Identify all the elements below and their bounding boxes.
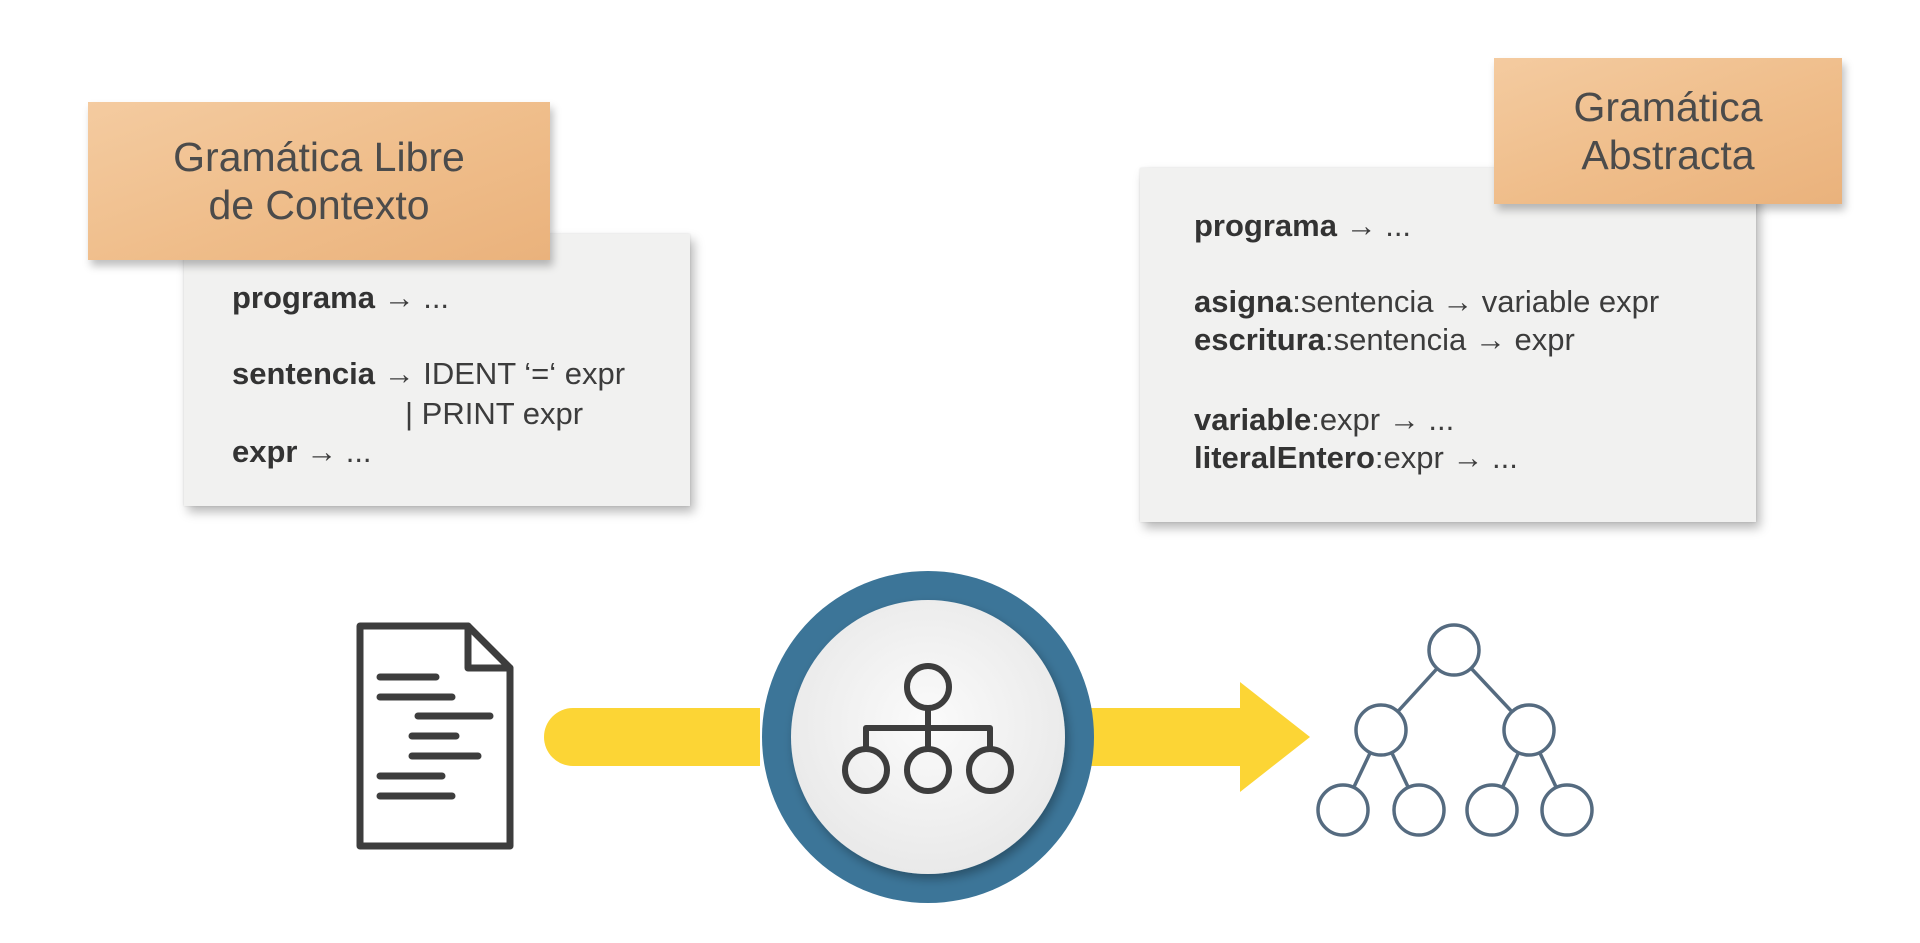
abstract-rule-variable: variable:expr → ... (1194, 402, 1454, 438)
cfg-rule-programa: programa → ... (232, 280, 449, 316)
rule-body: → IDENT ‘=‘ expr (375, 356, 626, 391)
abstract-title-note: Gramática Abstracta (1494, 58, 1842, 204)
rule-name: programa (232, 280, 375, 315)
abstract-rule-literalentero: literalEntero:expr → ... (1194, 440, 1518, 476)
cfg-rule-expr: expr → ... (232, 434, 372, 470)
rule-body: :sentencia → variable expr (1292, 284, 1660, 319)
rule-name: escritura (1194, 322, 1325, 357)
input-arrow-bar (544, 708, 760, 766)
abstract-title-line1: Gramática (1573, 84, 1763, 130)
rule-body: → ... (1336, 208, 1412, 243)
abstract-rule-asigna: asigna:sentencia → variable expr (1194, 284, 1659, 320)
tree-icon (1316, 623, 1594, 837)
rule-name: sentencia (232, 356, 376, 391)
document-icon (356, 622, 514, 850)
rule-body: → ... (374, 280, 450, 315)
rule-name: expr (232, 434, 298, 469)
output-arrow (1080, 682, 1310, 792)
abstract-rule-programa: programa → ... (1194, 208, 1411, 244)
cfg-rule-sentencia-alt: | PRINT expr (405, 396, 583, 432)
cfg-title-line1: Gramática Libre (173, 134, 465, 180)
rule-body: :expr → ... (1311, 402, 1455, 437)
abstract-title-line2: Abstracta (1581, 132, 1755, 178)
cfg-rules-card (184, 234, 690, 506)
cfg-title-line2: de Contexto (208, 182, 430, 228)
hierarchy-icon (842, 663, 1014, 794)
rule-body: :sentencia → expr (1324, 322, 1575, 357)
cfg-title-note: Gramática Libre de Contexto (88, 102, 550, 260)
cfg-rule-sentencia: sentencia → IDENT ‘=‘ expr (232, 356, 625, 392)
rule-body: → ... (297, 434, 372, 469)
rule-body: :expr → ... (1374, 440, 1518, 475)
rule-name: literalEntero (1194, 440, 1375, 475)
abstract-rules-card (1140, 168, 1756, 522)
rule-name: asigna (1194, 284, 1293, 319)
rule-name: programa (1194, 208, 1337, 243)
rule-body: | PRINT expr (405, 396, 584, 431)
abstract-rule-escritura: escritura:sentencia → expr (1194, 322, 1575, 358)
rule-name: variable (1194, 402, 1312, 437)
